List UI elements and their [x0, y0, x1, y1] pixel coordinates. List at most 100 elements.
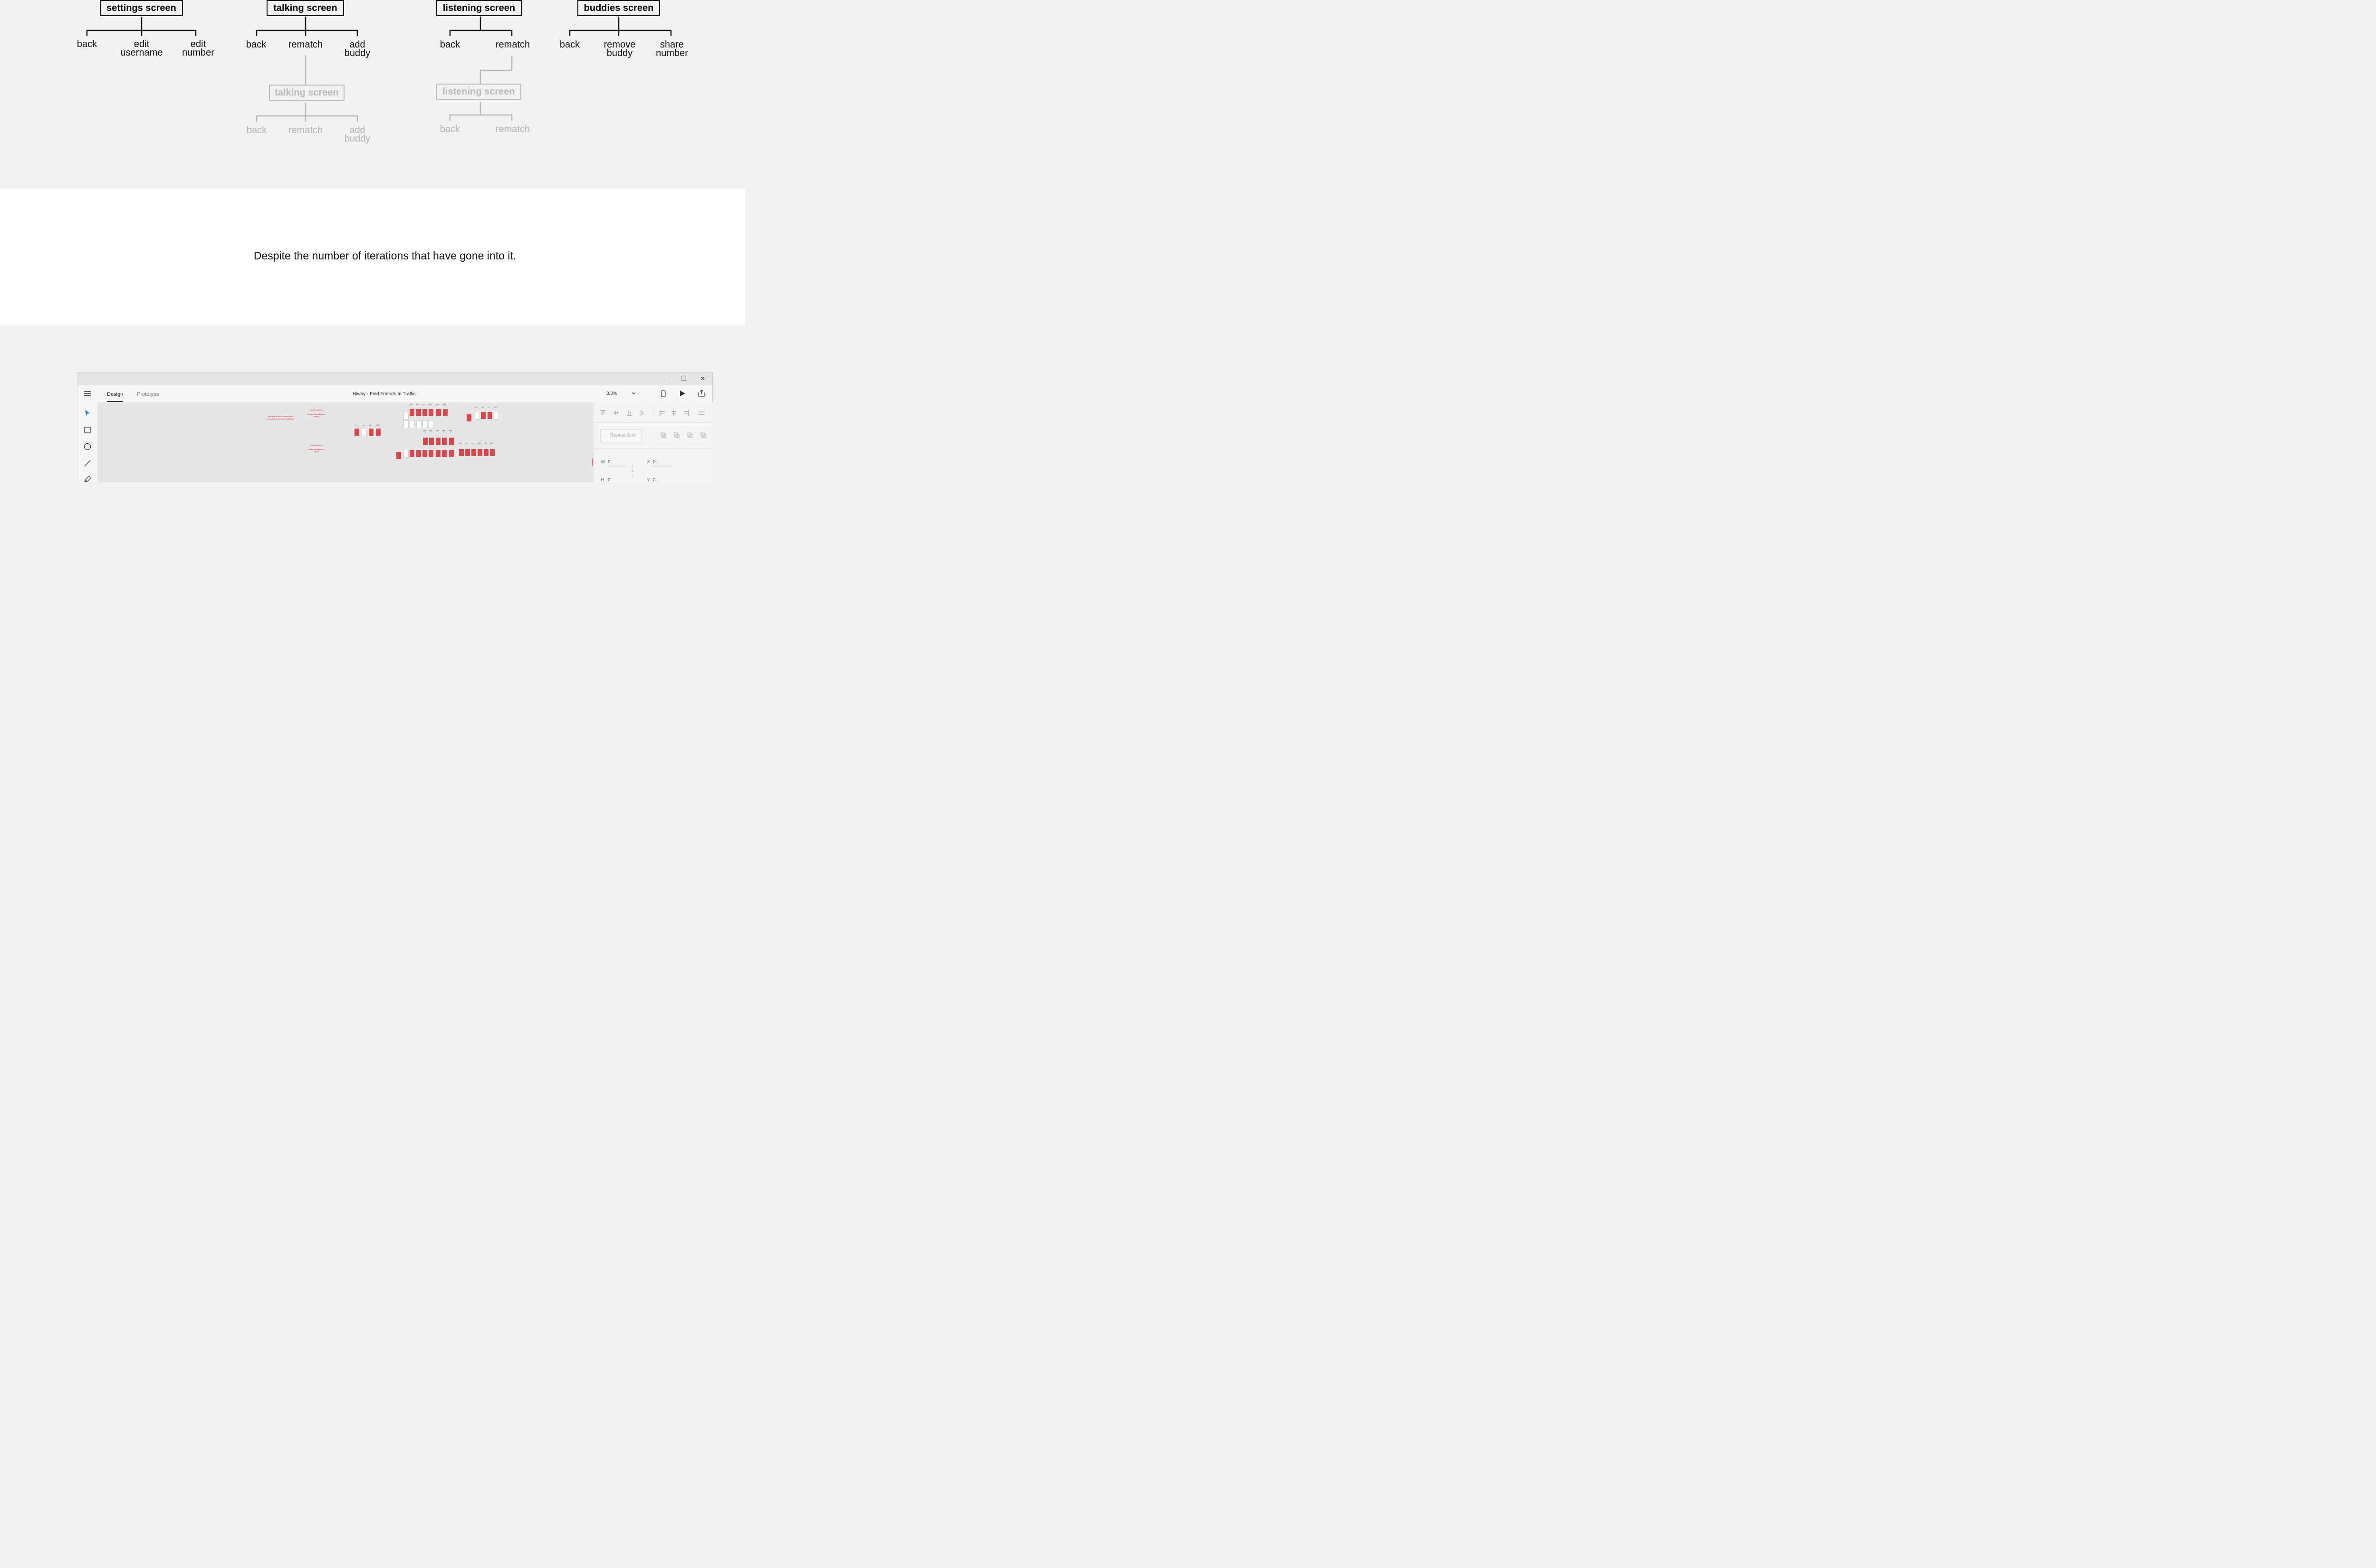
artboard-thumbnail[interactable]: [436, 409, 441, 416]
artboard-thumbnail[interactable]: [484, 449, 489, 456]
share-icon[interactable]: [698, 390, 705, 397]
artboard-thumbnail[interactable]: [410, 450, 414, 457]
artboard-thumbnail[interactable]: [481, 412, 486, 419]
artboard-thumbnail[interactable]: [403, 412, 409, 420]
width-label: W: [601, 459, 605, 465]
artboard-thumbnail[interactable]: [369, 429, 374, 436]
align-horizontal-icons[interactable]: [659, 409, 709, 417]
artboard-thumbnail[interactable]: [403, 450, 409, 458]
flow-diagram: settings screen talking screen listening…: [0, 0, 745, 189]
listening-screen-node: listening screen: [436, 0, 522, 16]
talking-screen-node: talking screen: [267, 0, 344, 16]
artboard-label: •••: [362, 424, 365, 427]
pen-icon[interactable]: [83, 475, 92, 482]
artboard-thumbnail[interactable]: [403, 421, 409, 428]
artboard-label: •••: [436, 403, 440, 406]
xd-toolbar: Design Prototype Hiway - Find Friends In…: [77, 385, 712, 403]
artboard-label: •••: [354, 424, 358, 427]
design-canvas[interactable]: this app would clearly have very pleasin…: [98, 402, 593, 482]
settings-leaf-back: back: [77, 39, 97, 49]
artboard-thumbnail[interactable]: [436, 438, 441, 445]
artboard-thumbnail[interactable]: [471, 449, 476, 456]
artboard-thumbnail[interactable]: [416, 421, 422, 428]
xd-window: – ❐ ✕ Design Prototype Hiway - Find Frie…: [77, 372, 713, 482]
height-field[interactable]: 0: [608, 478, 611, 482]
height-label: H: [601, 478, 604, 482]
restore-icon[interactable]: ❐: [681, 375, 687, 382]
hamburger-icon[interactable]: [84, 391, 91, 397]
artboard-label: •••: [410, 403, 413, 406]
artboard-thumbnail[interactable]: [416, 450, 421, 457]
listening-leaf-back: back: [440, 39, 460, 50]
artboard-thumbnail[interactable]: [376, 429, 381, 436]
artboard-thumbnail[interactable]: [422, 450, 427, 457]
artboard-thumbnail[interactable]: [467, 414, 471, 421]
artboard-thumbnail[interactable]: [449, 450, 454, 457]
line-icon[interactable]: [83, 459, 92, 468]
talking-leaf-add-buddy: add buddy: [344, 39, 371, 58]
artboard-label: •••: [471, 442, 475, 445]
artboard-thumbnail[interactable]: [396, 452, 401, 459]
artboard-thumbnail[interactable]: [475, 412, 480, 420]
artboard-thumbnail[interactable]: [429, 438, 434, 445]
x-field[interactable]: 0: [653, 459, 656, 465]
artboard-thumbnail[interactable]: [490, 449, 495, 456]
canvas-note: when no buddies are online: [307, 413, 326, 418]
minimize-icon[interactable]: –: [663, 375, 667, 382]
artboard-label: •••: [416, 403, 420, 406]
tab-prototype[interactable]: Prototype: [137, 392, 160, 397]
window-titlebar: – ❐ ✕: [77, 373, 712, 385]
settings-leaf-edit-number: edit number: [182, 39, 214, 58]
artboard-thumbnail[interactable]: [478, 449, 482, 456]
artboard-thumbnail[interactable]: [416, 409, 421, 416]
select-icon[interactable]: [83, 408, 92, 418]
artboard-thumbnail[interactable]: [465, 449, 470, 456]
artboard-thumbnail[interactable]: [429, 450, 433, 457]
artboard-label: •••: [484, 442, 487, 445]
chevron-down-icon[interactable]: [632, 392, 636, 395]
zoom-level[interactable]: 3.3%: [606, 391, 617, 396]
artboard-thumbnail[interactable]: [422, 409, 427, 416]
artboard-thumbnail[interactable]: [488, 412, 492, 419]
artboard-thumbnail[interactable]: [459, 449, 464, 456]
artboard-thumbnail[interactable]: [442, 438, 447, 445]
artboard-label: •••: [376, 424, 379, 427]
play-icon[interactable]: [680, 390, 686, 397]
artboard-thumbnail[interactable]: [442, 450, 447, 457]
buddies-connector: [569, 17, 672, 36]
close-icon[interactable]: ✕: [700, 375, 706, 382]
repeat-grid-button[interactable]: ▫ Repeat Grid: [600, 429, 642, 442]
align-vertical-icons[interactable]: [599, 409, 651, 417]
artboard-thumbnail[interactable]: [443, 409, 448, 416]
tab-design[interactable]: Design: [107, 392, 124, 397]
y-field[interactable]: 0: [653, 478, 656, 482]
artboard-thumbnail[interactable]: [410, 409, 414, 416]
artboard-thumbnail[interactable]: [494, 412, 499, 420]
artboard-thumbnail[interactable]: [592, 459, 593, 466]
artboard-thumbnail[interactable]: [429, 409, 433, 416]
artboard-thumbnail[interactable]: [362, 429, 367, 436]
settings-screen-node: settings screen: [100, 0, 183, 16]
artboard-thumbnail[interactable]: [436, 450, 441, 457]
listening-leaf-rematch: rematch: [495, 39, 530, 50]
artboard-label: •••: [494, 406, 497, 409]
buddies-screen-node: buddies screen: [577, 0, 660, 16]
boolean-ops-icons[interactable]: [660, 432, 710, 439]
artboard-label: •••: [429, 430, 432, 433]
artboard-thumbnail[interactable]: [429, 421, 434, 428]
artboard-label: •••: [442, 430, 445, 433]
listening-sub-leaf-rematch: rematch: [495, 124, 530, 134]
artboard-thumbnail[interactable]: [354, 429, 359, 436]
artboard-thumbnail[interactable]: [422, 421, 428, 428]
artboard-thumbnail[interactable]: [449, 438, 454, 445]
lock-aspect-icon[interactable]: [631, 464, 634, 478]
artboard-thumbnail[interactable]: [423, 438, 428, 445]
artboard-thumbnail[interactable]: [410, 421, 415, 428]
width-field[interactable]: 0: [608, 459, 611, 465]
rectangle-icon[interactable]: [83, 425, 92, 435]
ellipse-icon[interactable]: [83, 442, 92, 451]
talking-sub-leaf-back: back: [246, 125, 267, 135]
divider: [594, 422, 713, 423]
device-icon[interactable]: [661, 390, 666, 397]
listening-screen-subnode: listening screen: [436, 84, 521, 100]
